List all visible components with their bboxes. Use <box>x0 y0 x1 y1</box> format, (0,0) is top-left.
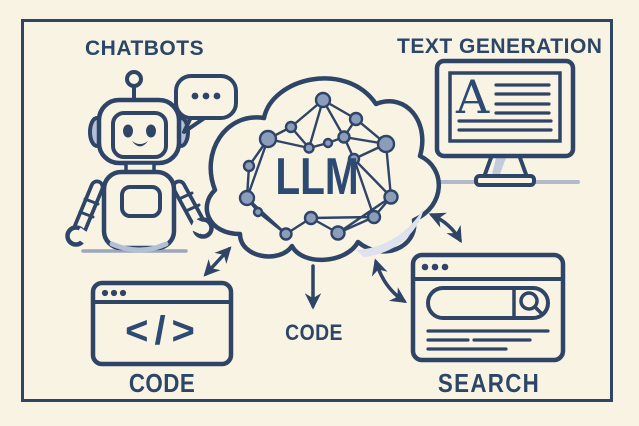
robot-base-shade <box>109 241 169 253</box>
code-center-label: CODE <box>285 320 343 345</box>
monitor-icon <box>434 58 576 187</box>
search-label: SEARCH <box>437 368 541 398</box>
search-browser-icon <box>410 252 566 363</box>
robot-arm-left <box>65 179 105 247</box>
arrow-cloud-search-top <box>428 212 462 244</box>
robot-arm-right <box>171 179 214 239</box>
monitor-letter: A <box>456 70 490 124</box>
monitor-stand-shade <box>492 158 506 174</box>
search-result-lines <box>426 329 550 351</box>
code-glyph: </> <box>125 309 201 353</box>
robot-eye-right <box>146 124 156 138</box>
robot-eye-left <box>123 124 133 138</box>
connector-arrows <box>203 212 462 310</box>
speech-bubble-icon <box>174 74 238 134</box>
magnifier-icon <box>519 291 543 315</box>
arrow-cloud-search-left <box>371 258 408 303</box>
arrow-cloud-code <box>203 246 232 277</box>
robot-chest-panel <box>120 185 162 218</box>
cloud-shade <box>356 208 424 257</box>
text-generation-label: TEXT GENERATION <box>397 35 603 58</box>
llm-label: LLM <box>275 148 359 206</box>
neural-network-icon <box>238 91 399 241</box>
monitor-text-lines <box>457 83 553 132</box>
frame-border <box>21 19 613 402</box>
search-bar <box>426 286 550 320</box>
robot-icon <box>65 70 214 253</box>
code-window-icon <box>90 280 234 367</box>
code-window-label: CODE <box>128 368 196 398</box>
network-nodes <box>238 91 399 241</box>
robot-smile <box>132 141 148 147</box>
chatbots-label: CHATBOTS <box>85 37 205 60</box>
